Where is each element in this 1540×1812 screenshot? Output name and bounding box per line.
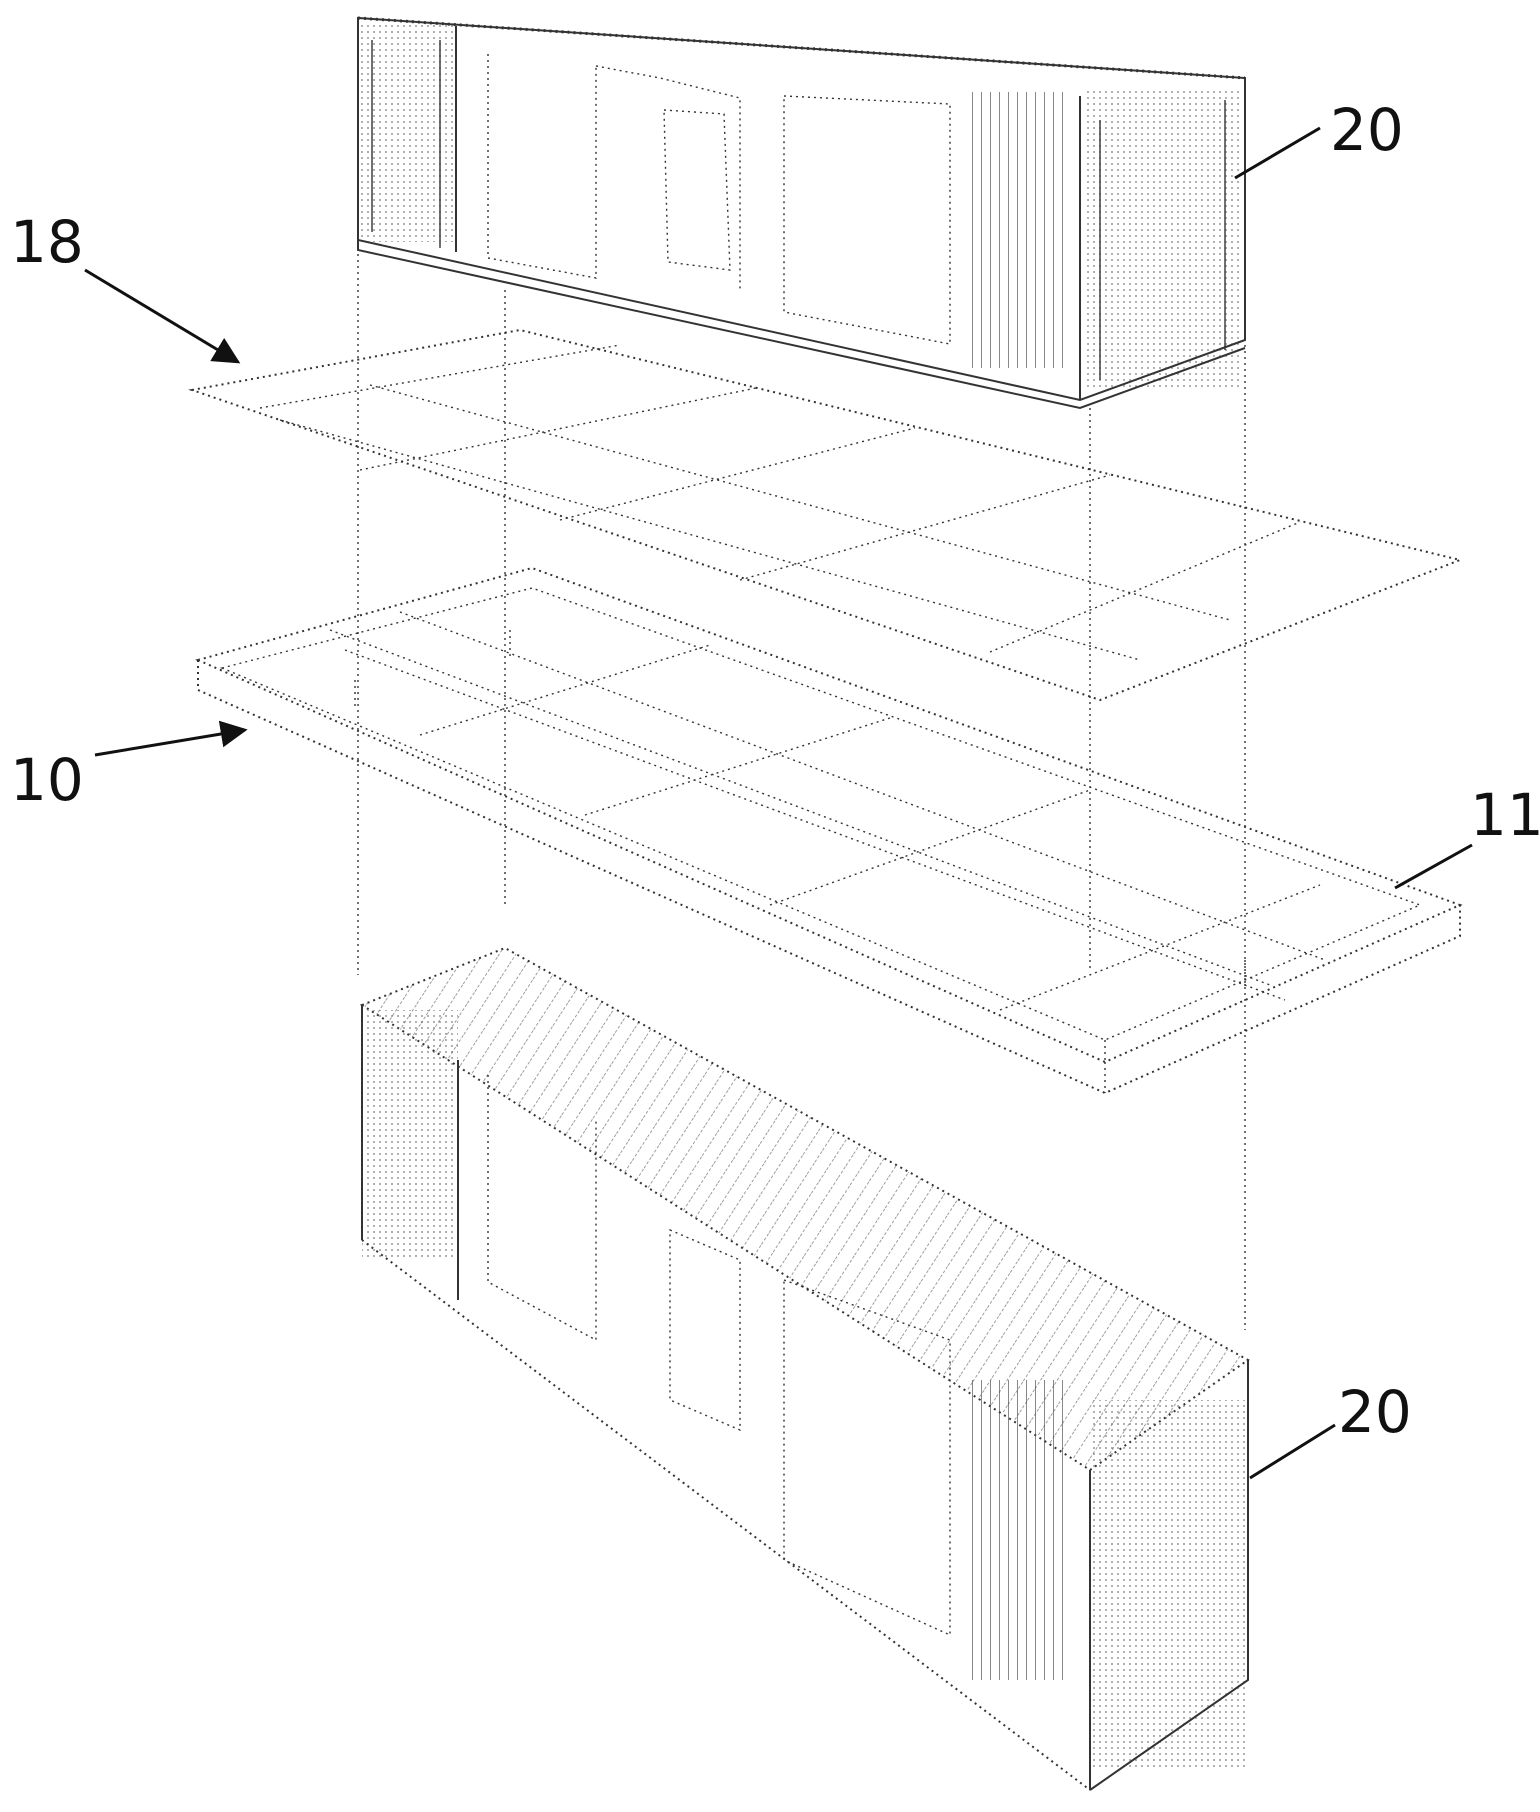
- bottom-container: [359, 946, 1250, 1791]
- leader-frame: [94, 720, 248, 757]
- label-bottom-container: 20: [1338, 1378, 1412, 1446]
- leader-panel-layer: [84, 268, 241, 364]
- top-container: [357, 16, 1246, 410]
- leader-frame-beam: [1394, 843, 1473, 890]
- label-top-container: 20: [1330, 96, 1404, 164]
- label-panel-layer: 18: [10, 208, 84, 276]
- leader-top-container: [1234, 126, 1321, 180]
- panel-layer: [188, 328, 1464, 702]
- frame: [195, 566, 1463, 1095]
- reference-labels: 20 18 10 11 20: [10, 96, 1540, 1480]
- label-frame: 10: [10, 746, 84, 814]
- alignment-lines: [357, 248, 1246, 1330]
- leader-bottom-container: [1249, 1423, 1336, 1480]
- label-frame-beam: 11: [1470, 781, 1540, 849]
